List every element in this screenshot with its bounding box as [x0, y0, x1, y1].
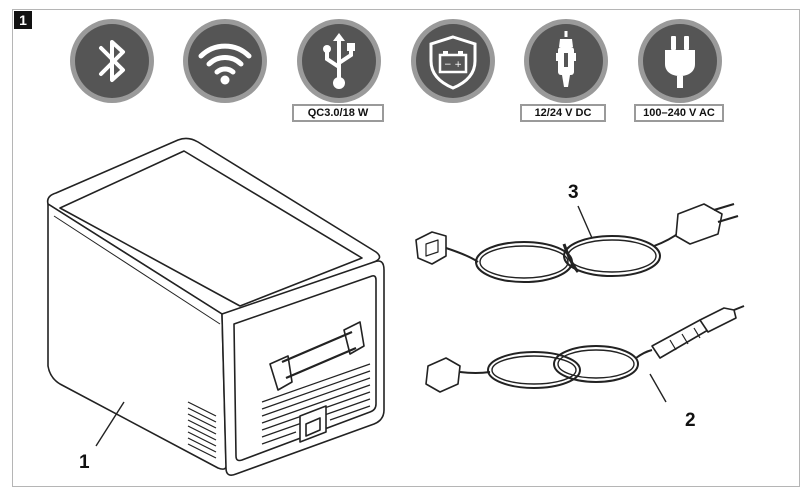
leader-line-2: [650, 374, 666, 402]
callout-1: 1: [79, 452, 90, 474]
leader-line-3: [578, 206, 592, 238]
callout-2: 2: [685, 410, 696, 432]
cooler-box: [48, 138, 384, 475]
ac-cable: [416, 204, 738, 282]
callout-3: 3: [568, 182, 579, 204]
dc-cable: [426, 306, 744, 392]
